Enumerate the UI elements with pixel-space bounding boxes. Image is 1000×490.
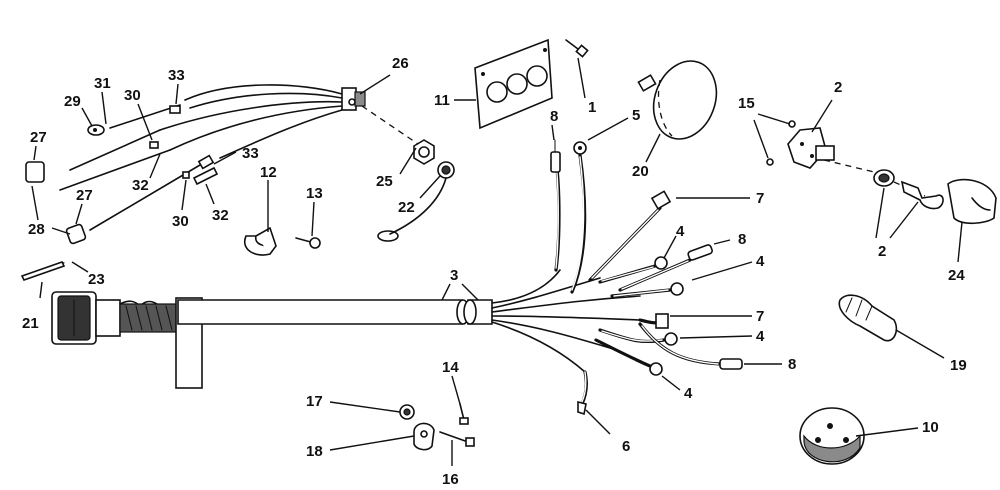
screw-16 <box>439 431 475 447</box>
callout-19: 19 <box>950 357 967 374</box>
callout-23: 23 <box>88 271 105 288</box>
callout-7-lower: 7 <box>756 308 764 325</box>
connector-27-lower <box>65 223 87 245</box>
lanyard-22 <box>377 161 455 242</box>
wire-8-lower <box>638 322 743 370</box>
wire-8-top <box>550 139 561 272</box>
callout-8-lower: 8 <box>788 356 796 373</box>
callout-20: 20 <box>632 163 649 180</box>
callout-3: 3 <box>450 267 458 284</box>
callout-4-d: 4 <box>684 385 693 402</box>
callout-15: 15 <box>738 95 755 112</box>
callout-5: 5 <box>632 107 640 124</box>
callout-2-top: 2 <box>834 79 842 96</box>
cable-strap <box>637 60 718 140</box>
key-and-nut <box>873 169 944 210</box>
connector-27-upper <box>25 161 45 183</box>
callout-7-top: 7 <box>756 190 764 207</box>
callout-11: 11 <box>434 92 450 109</box>
wire-6 <box>577 370 589 416</box>
screw-1 <box>565 39 589 58</box>
screw-13 <box>295 237 321 249</box>
wire-4-upper <box>598 256 668 284</box>
connector-19 <box>838 294 898 342</box>
callout-6: 6 <box>622 438 630 455</box>
callout-27-upper: 27 <box>30 129 47 146</box>
nut-17 <box>399 404 415 420</box>
callout-22: 22 <box>398 199 415 216</box>
boot-24 <box>947 178 997 225</box>
switch-harness <box>20 84 366 281</box>
wire-7-lower <box>638 313 669 329</box>
callout-labels: 1 2 2 3 4 4 4 4 5 6 7 7 8 8 8 10 11 12 1… <box>22 55 967 488</box>
callout-12: 12 <box>260 164 277 181</box>
callout-2-lower: 2 <box>878 243 886 260</box>
switch-10 <box>799 407 865 465</box>
callout-29: 29 <box>64 93 81 110</box>
wire-8-right <box>618 244 713 292</box>
callout-18: 18 <box>306 443 323 460</box>
callout-14: 14 <box>442 359 459 376</box>
callout-30-lower: 30 <box>172 213 189 230</box>
harness-tube <box>177 299 463 325</box>
callout-25: 25 <box>376 173 393 190</box>
nut-25 <box>413 139 435 165</box>
wire-7-top <box>588 190 672 282</box>
callout-24: 24 <box>948 267 965 284</box>
dashed-lines <box>361 105 926 197</box>
leader-lines <box>31 57 963 466</box>
clamp-12 <box>243 226 277 256</box>
callout-31: 31 <box>94 75 111 92</box>
plug-collar <box>95 299 121 337</box>
callout-8-top: 8 <box>550 108 558 125</box>
callout-4-a: 4 <box>676 223 685 240</box>
callout-21: 21 <box>22 315 39 332</box>
callout-26: 26 <box>392 55 409 72</box>
clip-18 <box>413 422 435 451</box>
callout-33-upper: 33 <box>168 67 185 84</box>
callout-28: 28 <box>28 221 45 238</box>
callout-30-upper: 30 <box>124 87 141 104</box>
instrument-panel-plate <box>474 38 553 130</box>
callout-27-lower: 27 <box>76 187 93 204</box>
callout-1: 1 <box>588 99 596 116</box>
wire-5 <box>570 141 587 294</box>
callout-13: 13 <box>306 185 323 202</box>
callout-4-b: 4 <box>756 253 765 270</box>
callout-32-upper: 32 <box>132 177 149 194</box>
main-harness <box>51 269 641 389</box>
callout-8-right: 8 <box>738 231 746 248</box>
callout-32-lower: 32 <box>212 207 229 224</box>
callout-4-c: 4 <box>756 328 765 345</box>
screw-14 <box>459 403 469 425</box>
wire-4-lower <box>598 328 678 346</box>
ignition-switch <box>766 120 835 169</box>
wire-4-bottom <box>594 338 663 376</box>
wire-4-mid <box>610 282 684 298</box>
callout-33-lower: 33 <box>242 145 259 162</box>
callout-10: 10 <box>922 419 939 436</box>
callout-17: 17 <box>306 393 323 410</box>
callout-16: 16 <box>442 471 459 488</box>
